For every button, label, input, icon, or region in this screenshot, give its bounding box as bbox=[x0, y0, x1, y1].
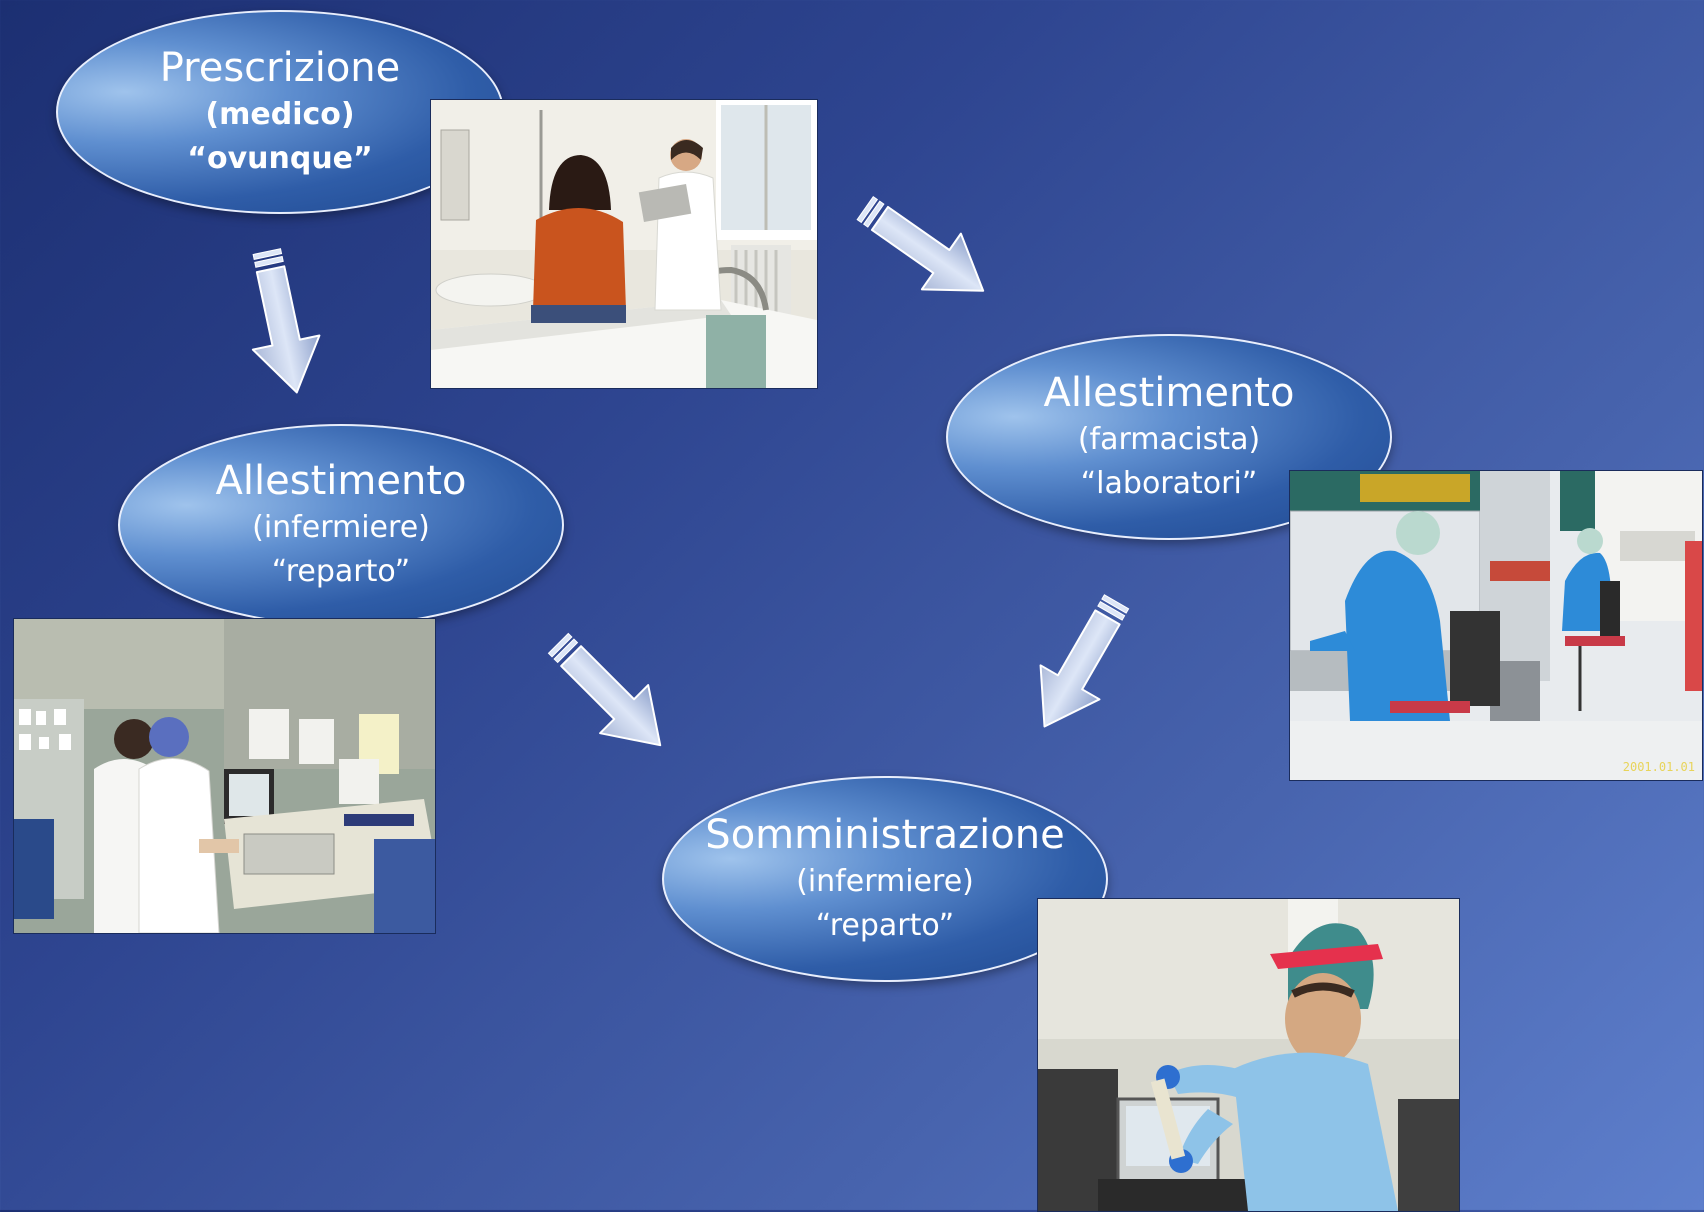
arrow-prescrizione-to-allestimento-farmacista bbox=[841, 174, 1010, 326]
node-title: Allestimento bbox=[1043, 370, 1295, 416]
arrow-prescrizione-to-allestimento-infermiere bbox=[227, 241, 336, 404]
down-arrow-icon bbox=[251, 248, 321, 394]
node-place: “laboratori” bbox=[1080, 466, 1258, 501]
down-arrow-icon bbox=[1039, 594, 1130, 728]
node-role: (infermiere) bbox=[252, 510, 430, 545]
node-title: Prescrizione bbox=[159, 45, 401, 91]
node-title: Allestimento bbox=[215, 458, 467, 504]
allestimento-infermiere-node: Allestimento (infermiere) “reparto” bbox=[118, 424, 564, 626]
somministrazione-node: Somministrazione (infermiere) “reparto” bbox=[662, 776, 1108, 982]
photo-doctor-patient bbox=[430, 99, 818, 389]
node-role: (medico) bbox=[205, 97, 355, 132]
node-role: (infermiere) bbox=[796, 864, 974, 899]
node-place: “ovunque” bbox=[187, 141, 373, 176]
photo-pharmacy-laboratory: 2001.01.01 bbox=[1289, 470, 1703, 781]
down-arrow-icon bbox=[856, 195, 985, 292]
node-title: Somministrazione bbox=[705, 812, 1065, 858]
node-place: “reparto” bbox=[815, 908, 955, 943]
photo-nurses-ward bbox=[13, 618, 436, 934]
arrow-allestimento-farmacista-to-somministrazione bbox=[1008, 580, 1152, 750]
photo-timestamp: 2001.01.01 bbox=[1623, 760, 1695, 774]
arrow-allestimento-infermiere-to-somministrazione bbox=[529, 614, 692, 777]
node-role: (farmacista) bbox=[1077, 422, 1261, 457]
photo-nurse-protective-gear bbox=[1037, 898, 1460, 1212]
prescrizione-node: Prescrizione (medico) “ovunque” bbox=[56, 10, 504, 214]
node-place: “reparto” bbox=[271, 554, 411, 589]
down-arrow-icon bbox=[547, 632, 662, 747]
